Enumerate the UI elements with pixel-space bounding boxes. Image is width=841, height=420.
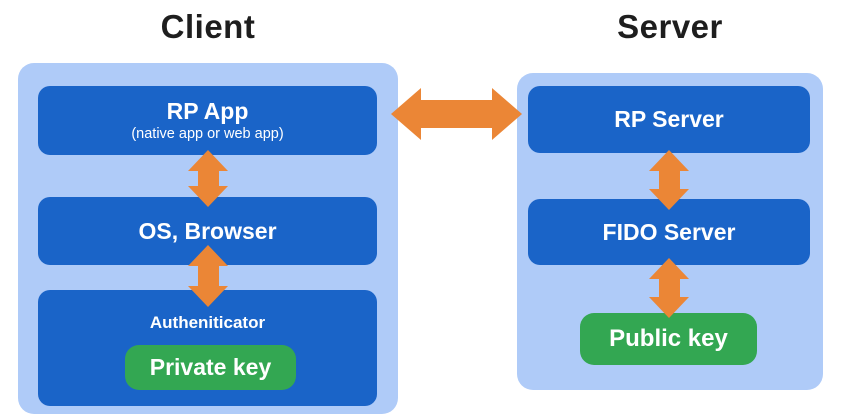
client-title: Client xyxy=(160,8,256,45)
client-container: RP App (native app or web app) OS, Brows… xyxy=(18,63,398,414)
client-server-double-arrow-icon xyxy=(391,88,522,140)
rp-app-sublabel: (native app or web app) xyxy=(131,125,284,142)
arrow-head-up xyxy=(188,245,228,266)
arrow-shaft xyxy=(197,266,219,286)
rp-app-label: RP App xyxy=(166,98,249,125)
os-browser-label: OS, Browser xyxy=(138,217,277,244)
arrow-head-left xyxy=(391,88,421,140)
rpapp-osbrowser-double-arrow-icon xyxy=(188,150,228,207)
arrow-shaft xyxy=(421,100,492,128)
fidoserver-publickey-double-arrow-icon xyxy=(649,258,689,318)
rpserver-fidoserver-double-arrow-icon xyxy=(649,150,689,210)
fido-server-label: FIDO Server xyxy=(602,218,736,245)
rp-app-box: RP App (native app or web app) xyxy=(38,86,377,155)
server-container: RP Server FIDO Server Public key xyxy=(517,73,823,390)
arrow-head-right xyxy=(492,88,522,140)
rp-server-box: RP Server xyxy=(528,86,810,153)
public-key-box: Public key xyxy=(580,313,757,365)
arrow-head-up xyxy=(649,258,689,279)
arrow-head-down xyxy=(649,297,689,318)
private-key-label: Private key xyxy=(149,354,272,380)
arrow-head-up xyxy=(649,150,689,171)
authenticator-label: Autheniticator xyxy=(149,313,266,332)
public-key-label: Public key xyxy=(609,325,728,352)
server-title: Server xyxy=(617,8,723,45)
arrow-head-down xyxy=(188,286,228,307)
arrow-shaft xyxy=(658,171,680,189)
fido-server-box: FIDO Server xyxy=(528,199,810,265)
arrow-head-up xyxy=(188,150,228,171)
rp-server-label: RP Server xyxy=(614,106,724,133)
authenticator-box: Autheniticator Private key xyxy=(38,290,377,406)
osbrowser-authenticator-double-arrow-icon xyxy=(188,245,228,307)
arrow-head-down xyxy=(649,189,689,210)
arrow-shaft xyxy=(197,171,219,186)
private-key-box: Private key xyxy=(125,345,296,390)
arrow-head-down xyxy=(188,186,228,207)
arrow-shaft xyxy=(658,279,680,297)
